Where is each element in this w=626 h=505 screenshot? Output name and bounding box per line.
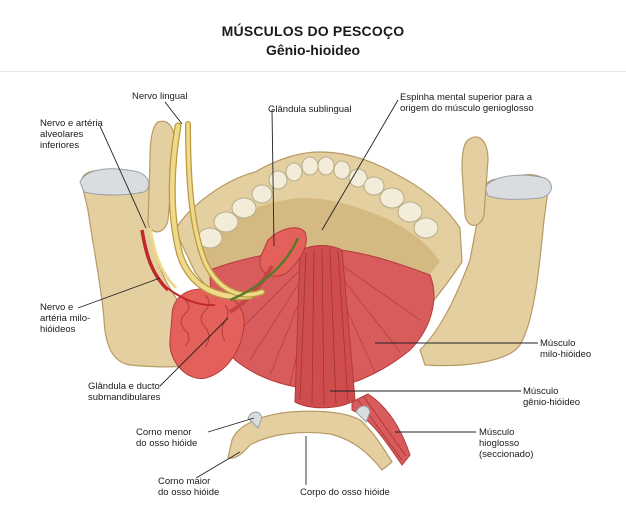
lower-teeth	[197, 156, 439, 249]
label-lingual-nerve: Nervo lingual	[132, 91, 188, 102]
geniohyoid-fibers	[299, 248, 349, 406]
label-mylohyoid-muscle: Músculo milo-hióideo	[540, 338, 592, 360]
right-coronoid	[461, 136, 489, 226]
lingual-nerve-second-highlight	[186, 122, 264, 297]
nerve-branch-green	[229, 237, 300, 302]
leader-lines	[77, 99, 538, 485]
label-greater-horn: Corno maior do osso hióide	[158, 476, 220, 498]
label-mental-spine: Espinha mental superior para a origem do…	[400, 92, 534, 114]
label-geniohyoid-muscle: Músculo gênio-hióideo	[523, 386, 581, 408]
header: MÚSCULOS DO PESCOÇO Gênio-hioideo	[0, 0, 626, 72]
inferior-alveolar-nerve	[148, 227, 178, 290]
label-inferior-alveolar: Nervo e artéria alveolares inferiores	[40, 118, 103, 151]
label-sublingual-gland: Glândula sublingual	[268, 104, 352, 115]
right-condyle	[484, 174, 552, 200]
left-coronoid	[147, 120, 175, 233]
left-condyle	[79, 168, 150, 196]
submandibular-gland	[169, 288, 245, 379]
label-hyoid-body: Corpo do osso hióide	[300, 487, 390, 498]
sublingual-gland	[259, 227, 307, 277]
hyoid-bone	[227, 410, 393, 471]
mylohyoid-vessel	[159, 281, 216, 307]
label-submandibular: Glândula e ducto submandibulares	[88, 381, 161, 403]
label-lesser-horn: Corno menor do osso hióide	[136, 427, 198, 449]
lingual-nerve-highlight	[170, 123, 253, 299]
label-hyoglossus: Músculo hioglosso (seccionado)	[479, 427, 534, 460]
hyoid-lesser-horn-right	[355, 405, 371, 423]
page-subtitle: Gênio-hioideo	[265, 42, 361, 58]
hyoid-lesser-horn	[247, 411, 263, 429]
page-title: MÚSCULOS DO PESCOÇO	[221, 23, 405, 39]
label-mylohyoid-nerve: Nervo e artéria milo- hióideos	[40, 302, 91, 335]
